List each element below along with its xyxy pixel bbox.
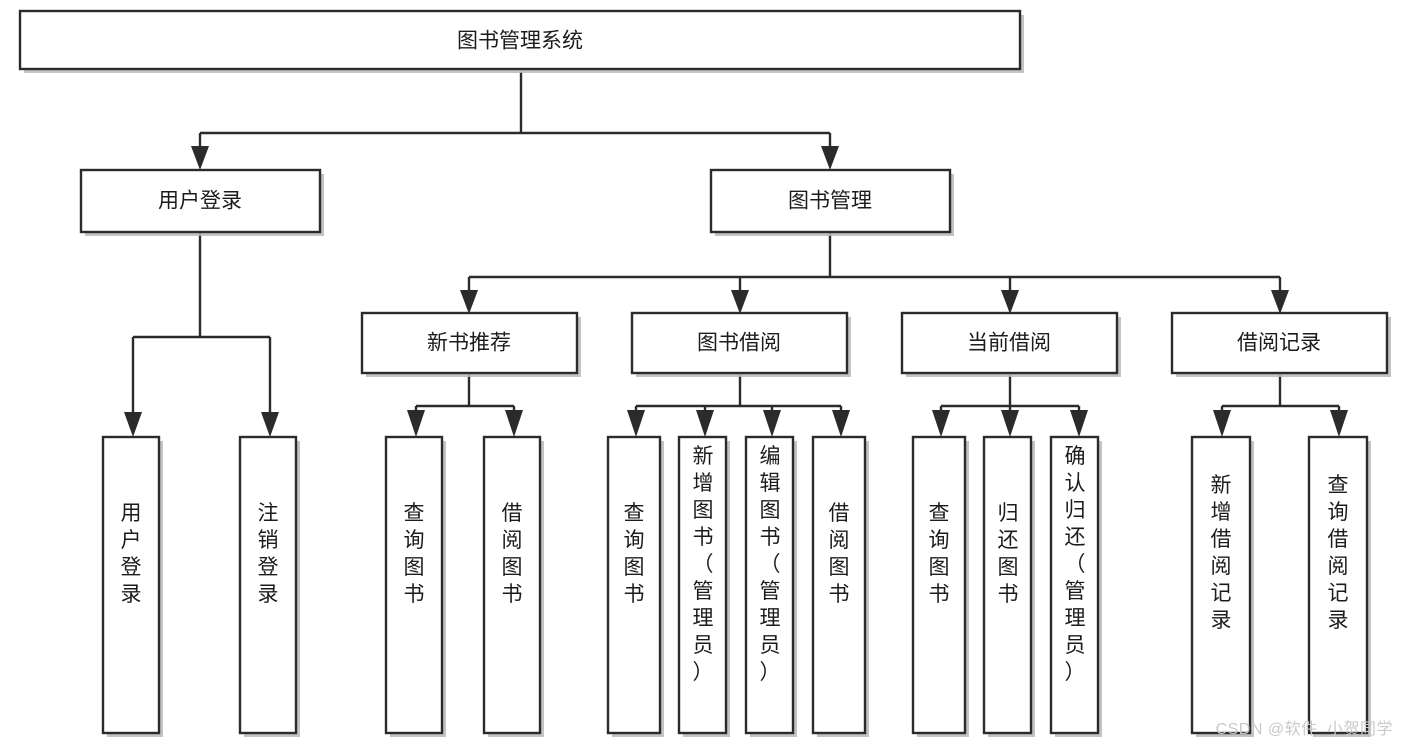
leaf-user-logout-box[interactable]	[238, 435, 298, 735]
node-book-borrow[interactable]: 图书借阅	[630, 311, 851, 377]
leaf-borrow-query-book-box[interactable]	[606, 435, 662, 735]
leaf-borrow-add-book-label: 新增图书（管理员）	[693, 445, 714, 684]
leaf-newbook-query-book-box[interactable]	[384, 435, 444, 735]
node-root[interactable]: 图书管理系统	[18, 9, 1024, 73]
node-borrow-record-label: 借阅记录	[1237, 332, 1321, 355]
arrow-head-borrow-record	[1271, 290, 1289, 314]
arrow-head-book-manage	[821, 146, 839, 170]
leaf-current-return-book-box[interactable]	[982, 435, 1033, 735]
node-current-borrow-label: 当前借阅	[967, 332, 1051, 355]
arrow-head-current-borrow	[1001, 290, 1019, 314]
arrow-head-record-leaf-2	[1330, 410, 1348, 437]
node-new-book-recommend-box[interactable]	[360, 311, 579, 375]
arrow-head-borrow-leaf-4	[832, 410, 850, 437]
arrow-head-current-leaf-3	[1070, 410, 1088, 437]
leaf-newbook-borrow-book-label: 借阅图书	[502, 502, 523, 606]
node-book-borrow-box[interactable]	[630, 311, 849, 375]
node-borrow-record-box[interactable]	[1170, 311, 1389, 375]
leaf-current-return-book[interactable]: 归还图书	[982, 435, 1035, 737]
arrow-head-user-login	[191, 146, 209, 170]
leaf-user-logout-label: 注销登录	[258, 502, 279, 606]
leaf-borrow-borrow-book-label: 借阅图书	[829, 502, 850, 606]
leaf-borrow-edit-book-label: 编辑图书（管理员）	[760, 445, 781, 684]
node-user-login-box[interactable]	[79, 168, 322, 234]
leaf-current-query-book[interactable]: 查询图书	[911, 435, 969, 737]
arrow-head-book-borrow	[731, 290, 749, 314]
node-new-book-recommend[interactable]: 新书推荐	[360, 311, 581, 377]
node-book-management-label: 图书管理	[788, 190, 872, 213]
arrow-head-borrow-leaf-3	[763, 410, 781, 437]
leaf-user-login-label: 用户登录	[121, 502, 142, 606]
arrow-head-newbook-leaf-1	[407, 410, 425, 437]
leaf-current-confirm-return[interactable]: 确认归还（管理员）	[1049, 435, 1102, 737]
arrow-head-borrow-leaf-1	[627, 410, 645, 437]
leaf-current-query-book-label: 查询图书	[929, 502, 950, 606]
leaf-record-query-record[interactable]: 查询借阅记录	[1307, 435, 1371, 737]
node-current-borrow[interactable]: 当前借阅	[900, 311, 1121, 377]
leaf-user-logout[interactable]: 注销登录	[238, 435, 300, 737]
node-current-borrow-box[interactable]	[900, 311, 1119, 375]
leaf-newbook-query-book[interactable]: 查询图书	[384, 435, 446, 737]
leaf-current-query-book-box[interactable]	[911, 435, 967, 735]
leaf-user-login-box[interactable]	[101, 435, 161, 735]
leaf-borrow-query-book[interactable]: 查询图书	[606, 435, 664, 737]
leaf-newbook-borrow-book-box[interactable]	[482, 435, 542, 735]
arrow-head-current-leaf-1	[932, 410, 950, 437]
leaf-newbook-query-book-label: 查询图书	[404, 502, 425, 606]
leaf-newbook-borrow-book[interactable]: 借阅图书	[482, 435, 544, 737]
node-new-book-recommend-label: 新书推荐	[427, 332, 511, 355]
leaf-borrow-add-book-box[interactable]	[677, 435, 728, 735]
leaf-borrow-borrow-book-box[interactable]	[811, 435, 867, 735]
arrow-head-newbook-leaf-2	[505, 410, 523, 437]
leaf-borrow-borrow-book[interactable]: 借阅图书	[811, 435, 869, 737]
leaf-borrow-add-book[interactable]: 新增图书（管理员）	[677, 435, 730, 737]
leaf-current-return-book-label: 归还图书	[998, 502, 1019, 606]
connector-layer	[124, 72, 1348, 437]
node-user-login-label: 用户登录	[158, 190, 242, 213]
arrow-head-current-leaf-2	[1001, 410, 1019, 437]
node-book-management[interactable]: 图书管理	[709, 168, 954, 236]
leaf-record-add-record-box[interactable]	[1190, 435, 1252, 735]
leaf-borrow-edit-book-box[interactable]	[744, 435, 795, 735]
leaf-record-query-record-box[interactable]	[1307, 435, 1369, 735]
arrow-head-borrow-leaf-2	[696, 410, 714, 437]
node-borrow-record[interactable]: 借阅记录	[1170, 311, 1391, 377]
node-root-label: 图书管理系统	[457, 30, 583, 53]
leaf-borrow-query-book-label: 查询图书	[624, 502, 645, 606]
leaf-borrow-edit-book[interactable]: 编辑图书（管理员）	[744, 435, 797, 737]
leaf-record-query-record-label: 查询借阅记录	[1328, 474, 1349, 632]
node-user-login[interactable]: 用户登录	[79, 168, 324, 236]
arrow-head-leaf-user-logout	[261, 412, 279, 437]
leaf-record-add-record-label: 新增借阅记录	[1211, 474, 1232, 632]
leaf-record-add-record[interactable]: 新增借阅记录	[1190, 435, 1254, 737]
leaf-user-login[interactable]: 用户登录	[101, 435, 163, 737]
arrow-head-leaf-user-login	[124, 412, 142, 437]
node-book-borrow-label: 图书借阅	[697, 332, 781, 355]
arrow-head-record-leaf-1	[1213, 410, 1231, 437]
node-root-box[interactable]	[18, 9, 1022, 71]
arrow-head-new-book	[460, 290, 478, 314]
leaf-current-confirm-return-box[interactable]	[1049, 435, 1100, 735]
node-book-management-box[interactable]	[709, 168, 952, 234]
leaf-current-confirm-return-label: 确认归还（管理员）	[1065, 445, 1086, 684]
